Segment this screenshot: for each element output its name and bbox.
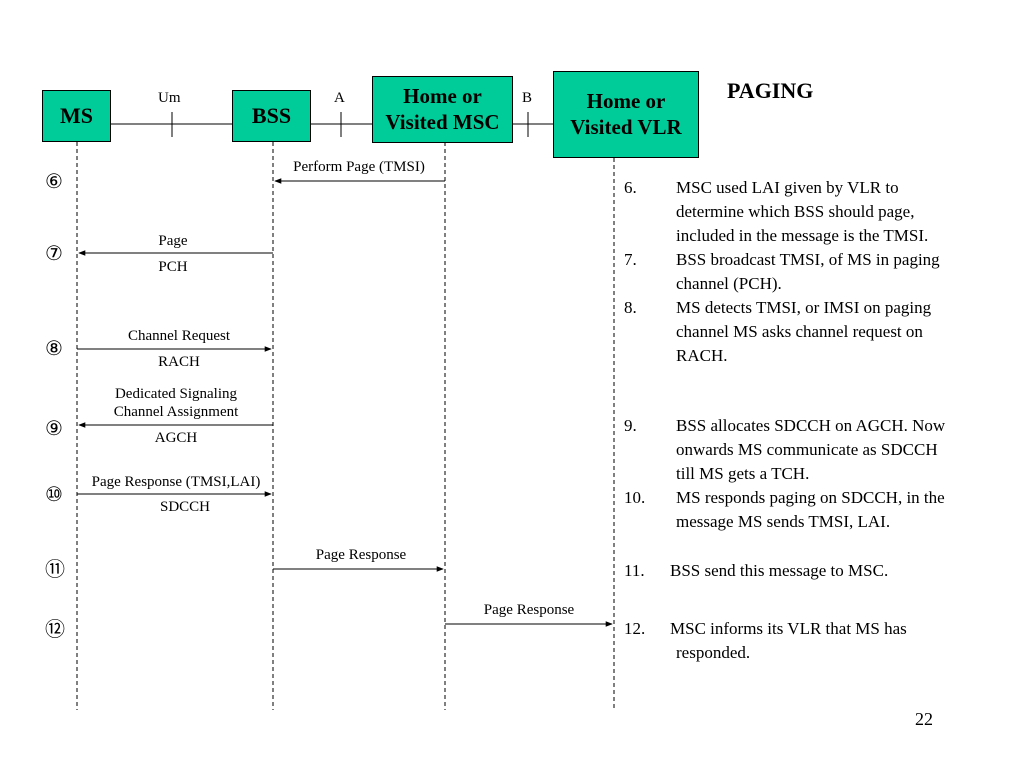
entity-ms-label: MS (60, 102, 93, 128)
a-interface-label: A (334, 90, 345, 106)
page-title: PAGING (727, 78, 814, 103)
notes-group-1: 6. MSC used LAI given by VLR to determine… (624, 176, 940, 368)
note-item: 7. BSS broadcast TMSI, of MS in paging ch… (624, 248, 940, 296)
entity-msc-label-line1: Home or (403, 84, 482, 109)
message-label-assignment-line2: Channel Assignment (113, 404, 239, 420)
note-line: MS responds paging on SDCCH, in the (676, 488, 945, 507)
entity-vlr: Home or Visited VLR (553, 71, 699, 158)
note-line: message MS sends TMSI, LAI. (676, 512, 891, 531)
message-label-page-response-tmsi: Page Response (TMSI,LAI) (91, 474, 261, 490)
note-item: 9. BSS allocates SDCCH on AGCH. Now onwar… (624, 414, 945, 486)
note-item: 10. MS responds paging on SDCCH, in the m… (624, 486, 945, 534)
note-number: 7. (624, 250, 637, 269)
note-item: 11. BSS send this message to MSC. (624, 559, 888, 583)
note-line: BSS allocates SDCCH on AGCH. Now (676, 416, 946, 435)
note-item: 8. MS detects TMSI, or IMSI on paging cha… (624, 296, 940, 368)
note-number: 9. (624, 416, 637, 435)
entity-vlr-label-line2: Visited VLR (570, 114, 682, 139)
message-label-page: Page (158, 233, 188, 249)
note-line: responded. (676, 643, 751, 662)
step-marker-7: ⑦ (45, 241, 63, 265)
step-marker-11: ⑪ (45, 557, 65, 581)
message-channel-pch: PCH (158, 259, 188, 275)
entity-ms: MS (42, 90, 111, 142)
notes-group-3: 11. BSS send this message to MSC. (624, 559, 888, 583)
entity-bss-label: BSS (251, 102, 292, 128)
step-marker-12: ⑫ (45, 617, 65, 641)
message-label-page-response-msc: Page Response (315, 547, 407, 563)
note-line: channel (PCH). (676, 274, 782, 293)
note-line: MSC used LAI given by VLR to (676, 178, 899, 197)
note-line: channel MS asks channel request on (676, 322, 923, 341)
step-marker-6: ⑥ (45, 169, 63, 193)
note-line: MS detects TMSI, or IMSI on paging (676, 298, 932, 317)
message-label-perform-page: Perform Page (TMSI) (293, 159, 425, 175)
note-line: MSC informs its VLR that MS has (670, 619, 907, 638)
note-line: RACH. (676, 346, 728, 365)
page-number: 22 (915, 709, 933, 729)
note-line: till MS gets a TCH. (676, 464, 810, 483)
note-number: 10. (624, 488, 646, 507)
message-channel-rach: RACH (158, 354, 200, 370)
step-marker-8: ⑧ (45, 336, 63, 360)
note-line: BSS broadcast TMSI, of MS in paging (676, 250, 940, 269)
message-channel-sdcch: SDCCH (159, 499, 211, 515)
message-label-assignment-line1: Dedicated Signaling (114, 386, 238, 402)
note-line: onwards MS communicate as SDCCH (676, 440, 938, 459)
message-label-channel-request: Channel Request (127, 328, 231, 344)
entity-msc: Home or Visited MSC (372, 76, 513, 143)
note-line: BSS send this message to MSC. (670, 561, 889, 580)
step-marker-10: ⑩ (45, 482, 63, 506)
note-line: determine which BSS should page, (676, 202, 915, 221)
step-marker-9: ⑨ (45, 416, 63, 440)
note-number: 8. (624, 298, 637, 317)
entity-vlr-label-line1: Home or (586, 89, 666, 114)
entity-bss: BSS (232, 90, 311, 142)
note-line: included in the message is the TMSI. (676, 226, 929, 245)
message-label-page-response-vlr: Page Response (483, 602, 575, 618)
note-number: 11. (624, 561, 645, 580)
entity-msc-label-line2: Visited MSC (385, 109, 500, 134)
note-number: 6. (624, 178, 637, 197)
message-channel-agch: AGCH (154, 430, 198, 446)
notes-group-2: 9. BSS allocates SDCCH on AGCH. Now onwar… (624, 414, 945, 534)
b-interface-label: B (522, 90, 533, 106)
um-interface-label: Um (158, 90, 181, 106)
note-number: 12. (624, 619, 646, 638)
note-item: 12. MSC informs its VLR that MS has respo… (624, 617, 907, 665)
note-item: 6. MSC used LAI given by VLR to determine… (624, 176, 940, 248)
notes-group-4: 12. MSC informs its VLR that MS has respo… (624, 617, 907, 665)
